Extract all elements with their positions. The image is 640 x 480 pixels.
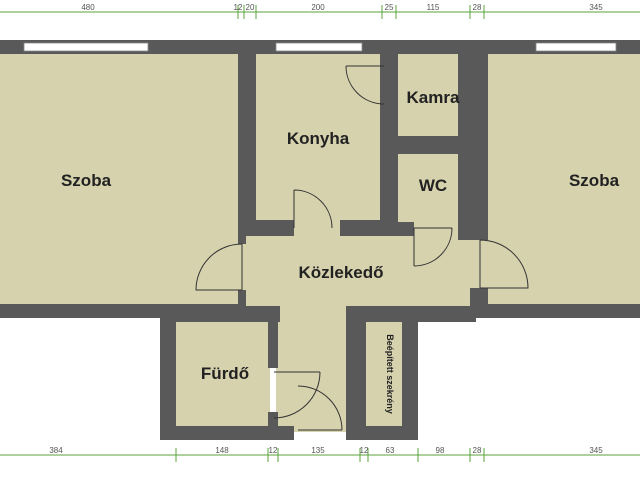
door-szoba-right: [479, 239, 529, 289]
floors: [0, 52, 640, 432]
wall-furdo-right: [268, 306, 278, 368]
floor-kozlekedo: [242, 222, 484, 314]
dim-label: 25: [385, 3, 394, 12]
wall-wc-bottom: [380, 222, 414, 236]
door-szoba-left: [195, 243, 243, 291]
room-label-szoba-right: Szoba: [569, 171, 620, 190]
wall-furdo-left: [160, 306, 176, 440]
windows: [23, 42, 617, 52]
dim-label: 345: [589, 3, 603, 12]
room-label-konyha: Konyha: [287, 129, 350, 148]
room-label-closet: Beépített szekrény: [385, 334, 395, 414]
door-wc: [413, 227, 453, 267]
wall-szoba-right-left-lower: [470, 288, 488, 306]
dim-label: 28: [473, 446, 482, 455]
dim-label: 63: [386, 446, 395, 455]
dim-label: 480: [81, 3, 95, 12]
window-3: [535, 42, 617, 52]
floor-furdo: [176, 322, 270, 426]
room-label-wc: WC: [419, 176, 447, 195]
dim-label: 115: [427, 3, 440, 12]
dimension-labels-bottom: 384 148 12 135 12 63 98 28 345: [49, 446, 603, 462]
wall-closet-right: [402, 306, 418, 440]
dim-label: 20: [246, 3, 255, 12]
door-konyha: [293, 189, 333, 229]
room-label-kamra: Kamra: [407, 88, 460, 107]
floor-konyha: [254, 52, 382, 222]
wall-szoba-right-left: [470, 54, 488, 240]
door-bottom: [297, 385, 343, 431]
floor-kamra: [396, 52, 470, 138]
room-label-furdo: Fürdő: [201, 364, 249, 383]
dim-label: 148: [215, 446, 229, 455]
wall-szoba-left-right-upper: [238, 236, 246, 244]
wall-bottom-mid: [160, 426, 294, 440]
dim-label: 28: [473, 3, 482, 12]
wall-closet-top: [346, 306, 476, 322]
dim-label: 135: [311, 446, 325, 455]
floor-szoba-right: [484, 52, 640, 304]
window-2: [275, 42, 363, 52]
dim-label: 12: [360, 446, 369, 455]
floor-szoba-left: [0, 52, 242, 306]
doors: [195, 65, 529, 431]
floor-wc: [396, 154, 470, 224]
dim-label: 200: [311, 3, 325, 12]
dim-label: 384: [49, 446, 63, 455]
floor-closet: [366, 322, 402, 426]
wall-bottom-right: [470, 304, 640, 318]
door-kamra: [345, 65, 385, 105]
dim-label: 12: [234, 3, 243, 12]
wall-closet-left: [346, 306, 366, 440]
window-1: [23, 42, 149, 52]
dim-label: 12: [269, 446, 278, 455]
dim-label: 98: [436, 446, 445, 455]
wall-szoba-left-right-lower: [238, 290, 246, 308]
room-label-kozlekedo: Közlekedő: [298, 263, 383, 282]
dim-label: 345: [589, 446, 603, 455]
room-label-szoba-left: Szoba: [61, 171, 112, 190]
wall-kamra-bottom: [380, 136, 470, 154]
wall-konyha-bottom-a: [238, 220, 294, 236]
door-furdo: [273, 371, 321, 419]
wall-konyha-left: [238, 40, 256, 236]
walls: [0, 40, 640, 440]
wall-furdo-top: [160, 306, 280, 322]
